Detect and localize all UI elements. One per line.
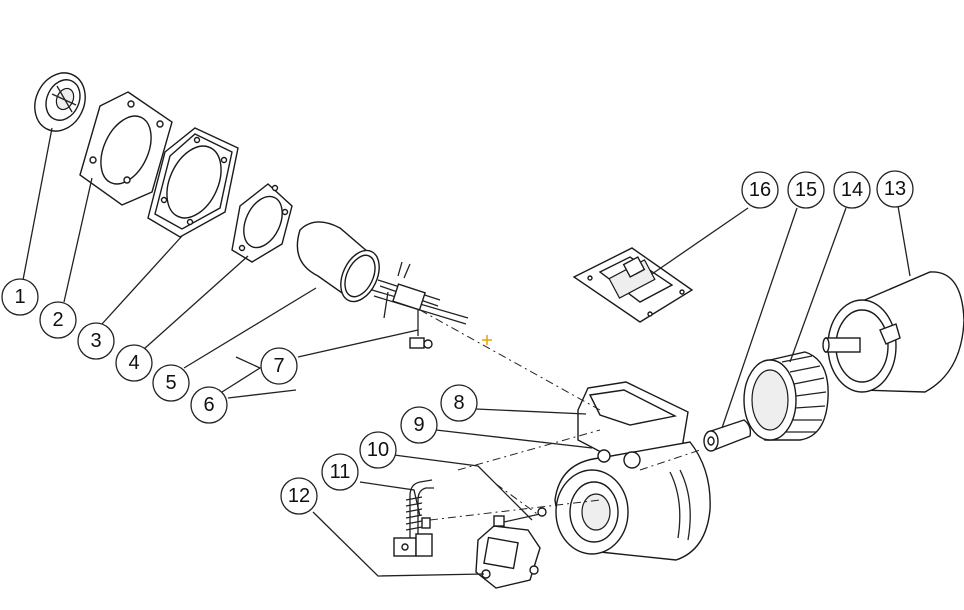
- leader-lines: [22, 127, 911, 577]
- svg-text:8: 8: [453, 392, 464, 414]
- part-16-control-plate: [572, 247, 694, 323]
- callout-1: 1: [1, 278, 39, 316]
- part-12-oil-pump: [475, 507, 547, 589]
- svg-text:2: 2: [52, 309, 63, 331]
- callout-16: 16: [741, 171, 779, 209]
- svg-text:16: 16: [749, 179, 771, 201]
- part-2-mounting-plate: [79, 91, 173, 206]
- svg-text:11: 11: [330, 461, 351, 483]
- center-mark: [482, 335, 492, 345]
- part-1-flame-diffuser: [34, 72, 86, 132]
- part-8-burner-housing: [554, 381, 711, 561]
- svg-text:12: 12: [288, 485, 310, 507]
- svg-text:13: 13: [884, 178, 906, 200]
- callout-5: 5: [152, 364, 190, 402]
- callout-7: 7: [260, 347, 298, 385]
- callout-4: 4: [115, 344, 153, 382]
- part-11-solenoid-valve: [393, 479, 434, 557]
- svg-text:4: 4: [128, 352, 139, 374]
- callout-14: 14: [833, 171, 871, 209]
- part-3-flange: [147, 127, 239, 238]
- svg-text:14: 14: [841, 179, 863, 201]
- callout-15: 15: [787, 171, 825, 209]
- callout-12: 12: [280, 477, 318, 515]
- callout-13: 13: [876, 170, 914, 208]
- fan-blades: [781, 355, 827, 433]
- callout-11: 11: [321, 453, 359, 491]
- svg-text:15: 15: [795, 179, 817, 201]
- callout-8: 8: [440, 384, 478, 422]
- svg-text:3: 3: [90, 330, 101, 352]
- callout-3: 3: [77, 322, 115, 360]
- callout-6: 6: [190, 386, 228, 424]
- svg-text:7: 7: [273, 355, 284, 377]
- part-14-fan-wheel: [743, 351, 829, 441]
- svg-text:5: 5: [165, 372, 176, 394]
- part-15-coupling: [703, 419, 752, 452]
- callout-9: 9: [400, 406, 438, 444]
- part-5-blast-tube: [296, 221, 380, 303]
- part-4-gasket: [231, 183, 293, 263]
- assembly-lines: [419, 309, 701, 521]
- callout-2: 2: [39, 301, 77, 339]
- svg-text:10: 10: [367, 439, 389, 461]
- part-7-nozzle-assembly: [371, 261, 469, 349]
- callout-10: 10: [359, 431, 397, 469]
- part-13-motor: [822, 271, 964, 393]
- svg-text:1: 1: [14, 286, 25, 308]
- svg-text:9: 9: [413, 414, 424, 436]
- svg-text:6: 6: [203, 394, 214, 416]
